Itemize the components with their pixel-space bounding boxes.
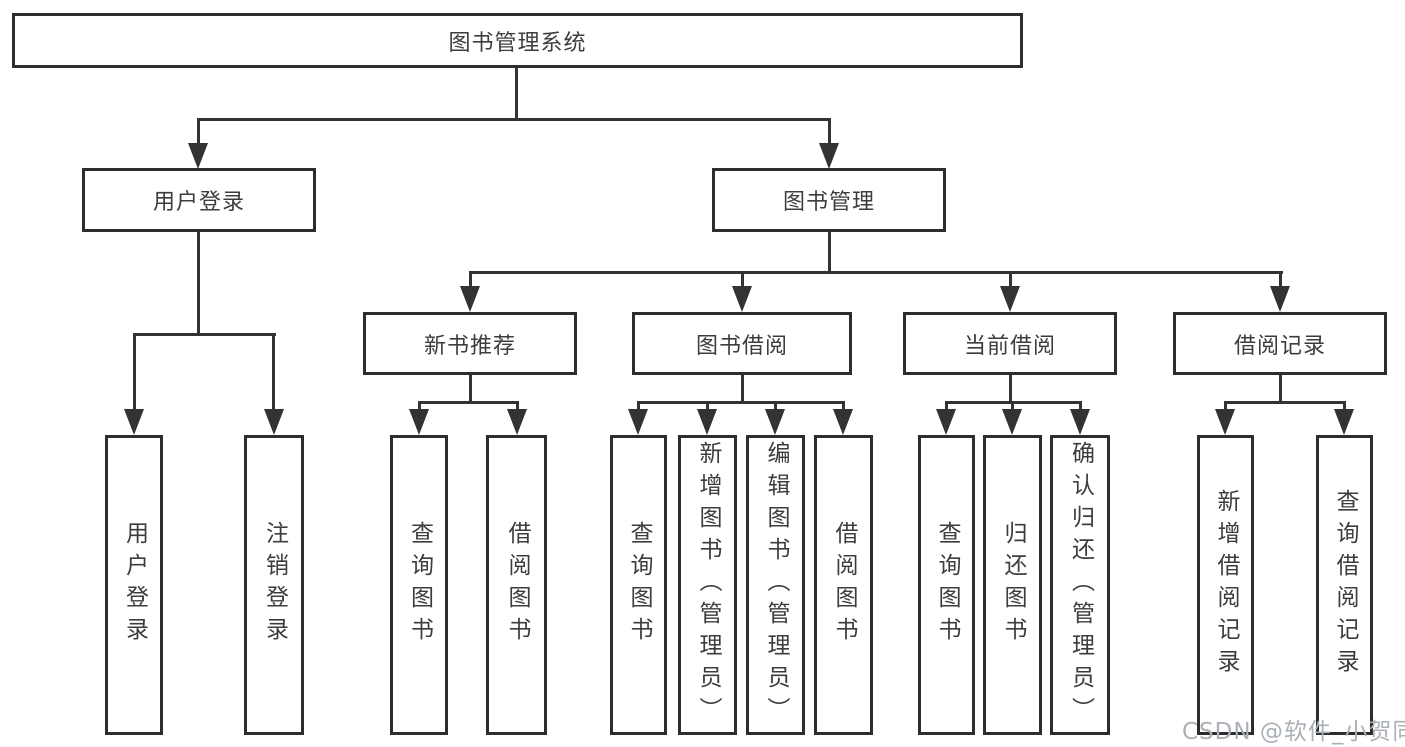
leaf-query-borrow-record-label: 查询借阅记录 xyxy=(1332,489,1358,681)
connector-line xyxy=(842,401,845,413)
connector-line xyxy=(1279,375,1282,404)
node-borrow-records: 借阅记录 xyxy=(1173,312,1387,375)
leaf-user-login-label: 用户登录 xyxy=(121,521,148,649)
connector-line xyxy=(197,118,200,146)
leaf-add-borrow-record: 新增借阅记录 xyxy=(1197,435,1254,735)
arrowhead-icon xyxy=(833,409,853,435)
connector-line xyxy=(1343,401,1346,413)
connector-line xyxy=(1079,401,1082,413)
arrowhead-icon xyxy=(1000,286,1020,312)
arrowhead-icon xyxy=(936,409,956,435)
arrowhead-icon xyxy=(1270,286,1290,312)
node-user-login: 用户登录 xyxy=(82,168,316,232)
arrowhead-icon xyxy=(124,409,144,435)
connector-line xyxy=(469,375,472,404)
leaf-recommend-borrow-books: 借阅图书 xyxy=(486,435,547,735)
connector-line xyxy=(1279,271,1282,291)
arrowhead-icon xyxy=(409,409,429,435)
leaf-edit-books-admin-label: 编辑图书（管理员） xyxy=(763,441,789,729)
leaf-borrow-query-books: 查询图书 xyxy=(610,435,667,735)
leaf-return-books: 归还图书 xyxy=(983,435,1042,735)
node-book-management-label: 图书管理 xyxy=(782,190,875,215)
connector-line xyxy=(1224,401,1346,404)
node-new-book-recommend: 新书推荐 xyxy=(363,312,577,375)
connector-line xyxy=(418,401,519,404)
leaf-recommend-borrow-books-label: 借阅图书 xyxy=(504,521,530,649)
arrowhead-icon xyxy=(628,409,648,435)
arrowhead-icon xyxy=(1002,409,1022,435)
leaf-return-books-label: 归还图书 xyxy=(1000,521,1026,649)
connector-line xyxy=(516,401,519,413)
connector-line xyxy=(637,401,845,404)
leaf-user-login: 用户登录 xyxy=(105,435,163,735)
leaf-recommend-query-books-label: 查询图书 xyxy=(406,521,433,649)
leaf-add-books-admin-label: 新增图书（管理员） xyxy=(695,441,721,729)
node-library-system-label: 图书管理系统 xyxy=(448,30,587,56)
connector-line xyxy=(197,232,200,336)
connector-line xyxy=(1009,271,1012,291)
leaf-borrow-books: 借阅图书 xyxy=(814,435,873,735)
arrowhead-icon xyxy=(1334,409,1354,435)
node-library-system: 图书管理系统 xyxy=(12,13,1023,68)
connector-line xyxy=(1224,401,1227,413)
connector-line xyxy=(515,68,518,121)
arrowhead-icon xyxy=(765,409,785,435)
leaf-current-query-books-label: 查询图书 xyxy=(934,521,960,649)
connector-line xyxy=(637,401,640,413)
connector-line xyxy=(133,333,276,336)
connector-line xyxy=(1009,375,1012,404)
connector-line xyxy=(741,375,744,404)
arrowhead-icon xyxy=(1070,409,1090,435)
connector-line xyxy=(469,271,1283,274)
node-book-borrow: 图书借阅 xyxy=(632,312,852,375)
arrowhead-icon xyxy=(732,286,752,312)
connector-line xyxy=(828,232,831,274)
arrowhead-icon xyxy=(819,143,839,169)
arrowhead-icon xyxy=(264,409,284,435)
leaf-confirm-return-admin: 确认归还（管理员） xyxy=(1050,435,1110,735)
arrowhead-icon xyxy=(188,143,208,169)
arrowhead-icon xyxy=(507,409,527,435)
node-user-login-label: 用户登录 xyxy=(152,190,245,215)
node-current-borrow: 当前借阅 xyxy=(903,312,1117,375)
csdn-watermark: CSDN @软件_小贺同学 xyxy=(1182,719,1405,745)
connector-line xyxy=(272,333,275,411)
leaf-current-query-books: 查询图书 xyxy=(918,435,975,735)
connector-line xyxy=(706,401,709,413)
leaf-edit-books-admin: 编辑图书（管理员） xyxy=(746,435,805,735)
node-current-borrow-label: 当前借阅 xyxy=(963,333,1056,359)
connector-line xyxy=(945,401,948,413)
connector-line xyxy=(133,333,136,411)
leaf-logout: 注销登录 xyxy=(244,435,304,735)
arrowhead-icon xyxy=(460,286,480,312)
leaf-query-borrow-record: 查询借阅记录 xyxy=(1316,435,1373,735)
leaf-add-borrow-record-label: 新增借阅记录 xyxy=(1213,489,1239,681)
node-book-management: 图书管理 xyxy=(712,168,946,232)
leaf-add-books-admin: 新增图书（管理员） xyxy=(678,435,737,735)
leaf-recommend-query-books: 查询图书 xyxy=(390,435,448,735)
connector-line xyxy=(741,271,744,291)
node-new-book-recommend-label: 新书推荐 xyxy=(423,333,516,359)
connector-line xyxy=(774,401,777,413)
leaf-borrow-books-label: 借阅图书 xyxy=(831,521,857,649)
connector-line xyxy=(469,271,472,291)
node-book-borrow-label: 图书借阅 xyxy=(695,333,788,359)
leaf-logout-label: 注销登录 xyxy=(261,521,288,649)
leaf-borrow-query-books-label: 查询图书 xyxy=(626,521,652,649)
connector-line xyxy=(197,118,831,121)
arrowhead-icon xyxy=(1215,409,1235,435)
connector-line xyxy=(828,118,831,146)
connector-line xyxy=(418,401,421,413)
leaf-confirm-return-admin-label: 确认归还（管理员） xyxy=(1067,441,1094,729)
node-borrow-records-label: 借阅记录 xyxy=(1233,333,1326,359)
arrowhead-icon xyxy=(697,409,717,435)
connector-line xyxy=(1011,401,1014,413)
